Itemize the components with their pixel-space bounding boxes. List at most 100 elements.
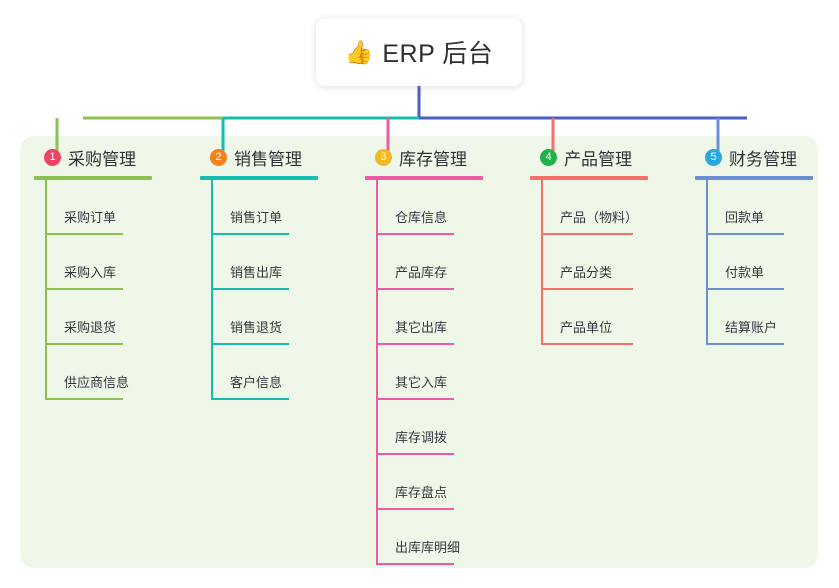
- menu-item-underline: [376, 398, 454, 400]
- column-items: 产品（物料） 产品分类产品单位: [524, 180, 674, 345]
- column-spine: [376, 180, 378, 565]
- menu-item[interactable]: 库存调拨: [359, 400, 509, 455]
- column-header-3[interactable]: 3 库存管理: [359, 144, 509, 170]
- column-number-badge: 2: [210, 148, 227, 166]
- menu-item-underline: [376, 453, 454, 455]
- menu-item-underline: [541, 343, 633, 345]
- menu-item-label: 其它入库: [395, 375, 448, 390]
- column-underline: [365, 176, 483, 180]
- menu-item[interactable]: 客户信息: [194, 345, 344, 400]
- column-header-5[interactable]: 5 财务管理: [689, 144, 829, 170]
- menu-item[interactable]: 产品（物料）: [524, 180, 674, 235]
- menu-item[interactable]: 采购订单: [28, 180, 178, 235]
- menu-item-underline: [211, 288, 289, 290]
- column-items: 采购订单采购入库采购退货供应商信息: [28, 180, 178, 400]
- menu-item[interactable]: 采购退货: [28, 290, 178, 345]
- menu-item[interactable]: 销售订单: [194, 180, 344, 235]
- menu-item[interactable]: 其它出库: [359, 290, 509, 345]
- menu-item-underline: [45, 343, 123, 345]
- column-2: 2 销售管理销售订单销售出库销售退货客户信息: [194, 144, 344, 400]
- column-number-badge: 1: [44, 148, 61, 166]
- column-spine: [706, 180, 708, 345]
- column-header-4[interactable]: 4 产品管理: [524, 144, 674, 170]
- menu-item-label: 仓库信息: [395, 210, 448, 225]
- menu-item-label: 采购订单: [64, 210, 117, 225]
- column-underline: [695, 176, 813, 180]
- root-node-title: ERP 后台: [382, 40, 494, 68]
- menu-item[interactable]: 销售出库: [194, 235, 344, 290]
- root-node-card[interactable]: 👍 ERP 后台: [316, 18, 522, 86]
- column-title: 产品管理: [564, 149, 632, 169]
- menu-item-underline: [541, 288, 633, 290]
- menu-item[interactable]: 销售退货: [194, 290, 344, 345]
- menu-item-label: 结算账户: [725, 320, 778, 335]
- menu-item[interactable]: 出库库明细: [359, 510, 509, 565]
- menu-item[interactable]: 仓库信息: [359, 180, 509, 235]
- column-items: 销售订单销售出库销售退货客户信息: [194, 180, 344, 400]
- menu-item-label: 采购退货: [64, 320, 117, 335]
- menu-item-label: 其它出库: [395, 320, 448, 335]
- menu-item-label: 库存盘点: [395, 485, 448, 500]
- column-spine: [541, 180, 543, 345]
- menu-item-underline: [211, 233, 289, 235]
- column-spine: [45, 180, 47, 400]
- menu-item-label: 付款单: [725, 265, 765, 280]
- column-number-badge: 3: [375, 148, 392, 166]
- menu-item-label: 产品分类: [560, 265, 613, 280]
- menu-item-underline: [45, 233, 123, 235]
- column-title: 库存管理: [399, 149, 467, 169]
- menu-item-underline: [376, 563, 454, 565]
- menu-item-label: 产品单位: [560, 320, 613, 335]
- menu-item[interactable]: 结算账户: [689, 290, 829, 345]
- column-3: 3 库存管理仓库信息产品库存其它出库其它入库库存调拨库存盘点出库库明细: [359, 144, 509, 565]
- column-header-2[interactable]: 2 销售管理: [194, 144, 344, 170]
- thumbs-up-icon: 👍: [344, 38, 374, 65]
- column-title: 财务管理: [729, 149, 797, 169]
- menu-item-label: 采购入库: [64, 265, 117, 280]
- menu-item[interactable]: 库存盘点: [359, 455, 509, 510]
- column-underline: [530, 176, 648, 180]
- column-number-badge: 4: [540, 148, 557, 166]
- menu-item-label: 供应商信息: [64, 375, 130, 390]
- menu-item-label: 库存调拨: [395, 430, 448, 445]
- menu-item-underline: [45, 288, 123, 290]
- menu-item[interactable]: 供应商信息: [28, 345, 178, 400]
- column-underline: [34, 176, 152, 180]
- menu-item-underline: [706, 288, 784, 290]
- menu-item-underline: [541, 233, 633, 235]
- column-title: 销售管理: [234, 149, 302, 169]
- menu-item-label: 销售退货: [230, 320, 283, 335]
- column-items: 仓库信息产品库存其它出库其它入库库存调拨库存盘点出库库明细: [359, 180, 509, 565]
- menu-item-underline: [211, 343, 289, 345]
- menu-item[interactable]: 采购入库: [28, 235, 178, 290]
- menu-item-underline: [376, 233, 454, 235]
- menu-item-underline: [706, 343, 784, 345]
- menu-item-underline: [211, 398, 289, 400]
- menu-item[interactable]: 回款单: [689, 180, 829, 235]
- column-number-badge: 5: [705, 148, 722, 166]
- menu-item[interactable]: 付款单: [689, 235, 829, 290]
- column-spine: [211, 180, 213, 400]
- menu-item-label: 客户信息: [230, 375, 283, 390]
- menu-item[interactable]: 其它入库: [359, 345, 509, 400]
- menu-item[interactable]: 产品库存: [359, 235, 509, 290]
- menu-item-label: 回款单: [725, 210, 765, 225]
- menu-item-label: 出库库明细: [395, 540, 461, 555]
- column-underline: [200, 176, 318, 180]
- menu-item-underline: [376, 288, 454, 290]
- menu-item-label: 产品（物料）: [560, 210, 639, 225]
- menu-item[interactable]: 产品单位: [524, 290, 674, 345]
- menu-item-underline: [706, 233, 784, 235]
- menu-item-underline: [45, 398, 123, 400]
- menu-item[interactable]: 产品分类: [524, 235, 674, 290]
- column-4: 4 产品管理产品（物料） 产品分类产品单位: [524, 144, 674, 345]
- column-items: 回款单付款单结算账户: [689, 180, 829, 345]
- menu-item-underline: [376, 508, 454, 510]
- column-5: 5 财务管理回款单付款单结算账户: [689, 144, 829, 345]
- menu-item-label: 销售出库: [230, 265, 283, 280]
- diagram-background-panel: [20, 136, 818, 568]
- menu-item-label: 产品库存: [395, 265, 448, 280]
